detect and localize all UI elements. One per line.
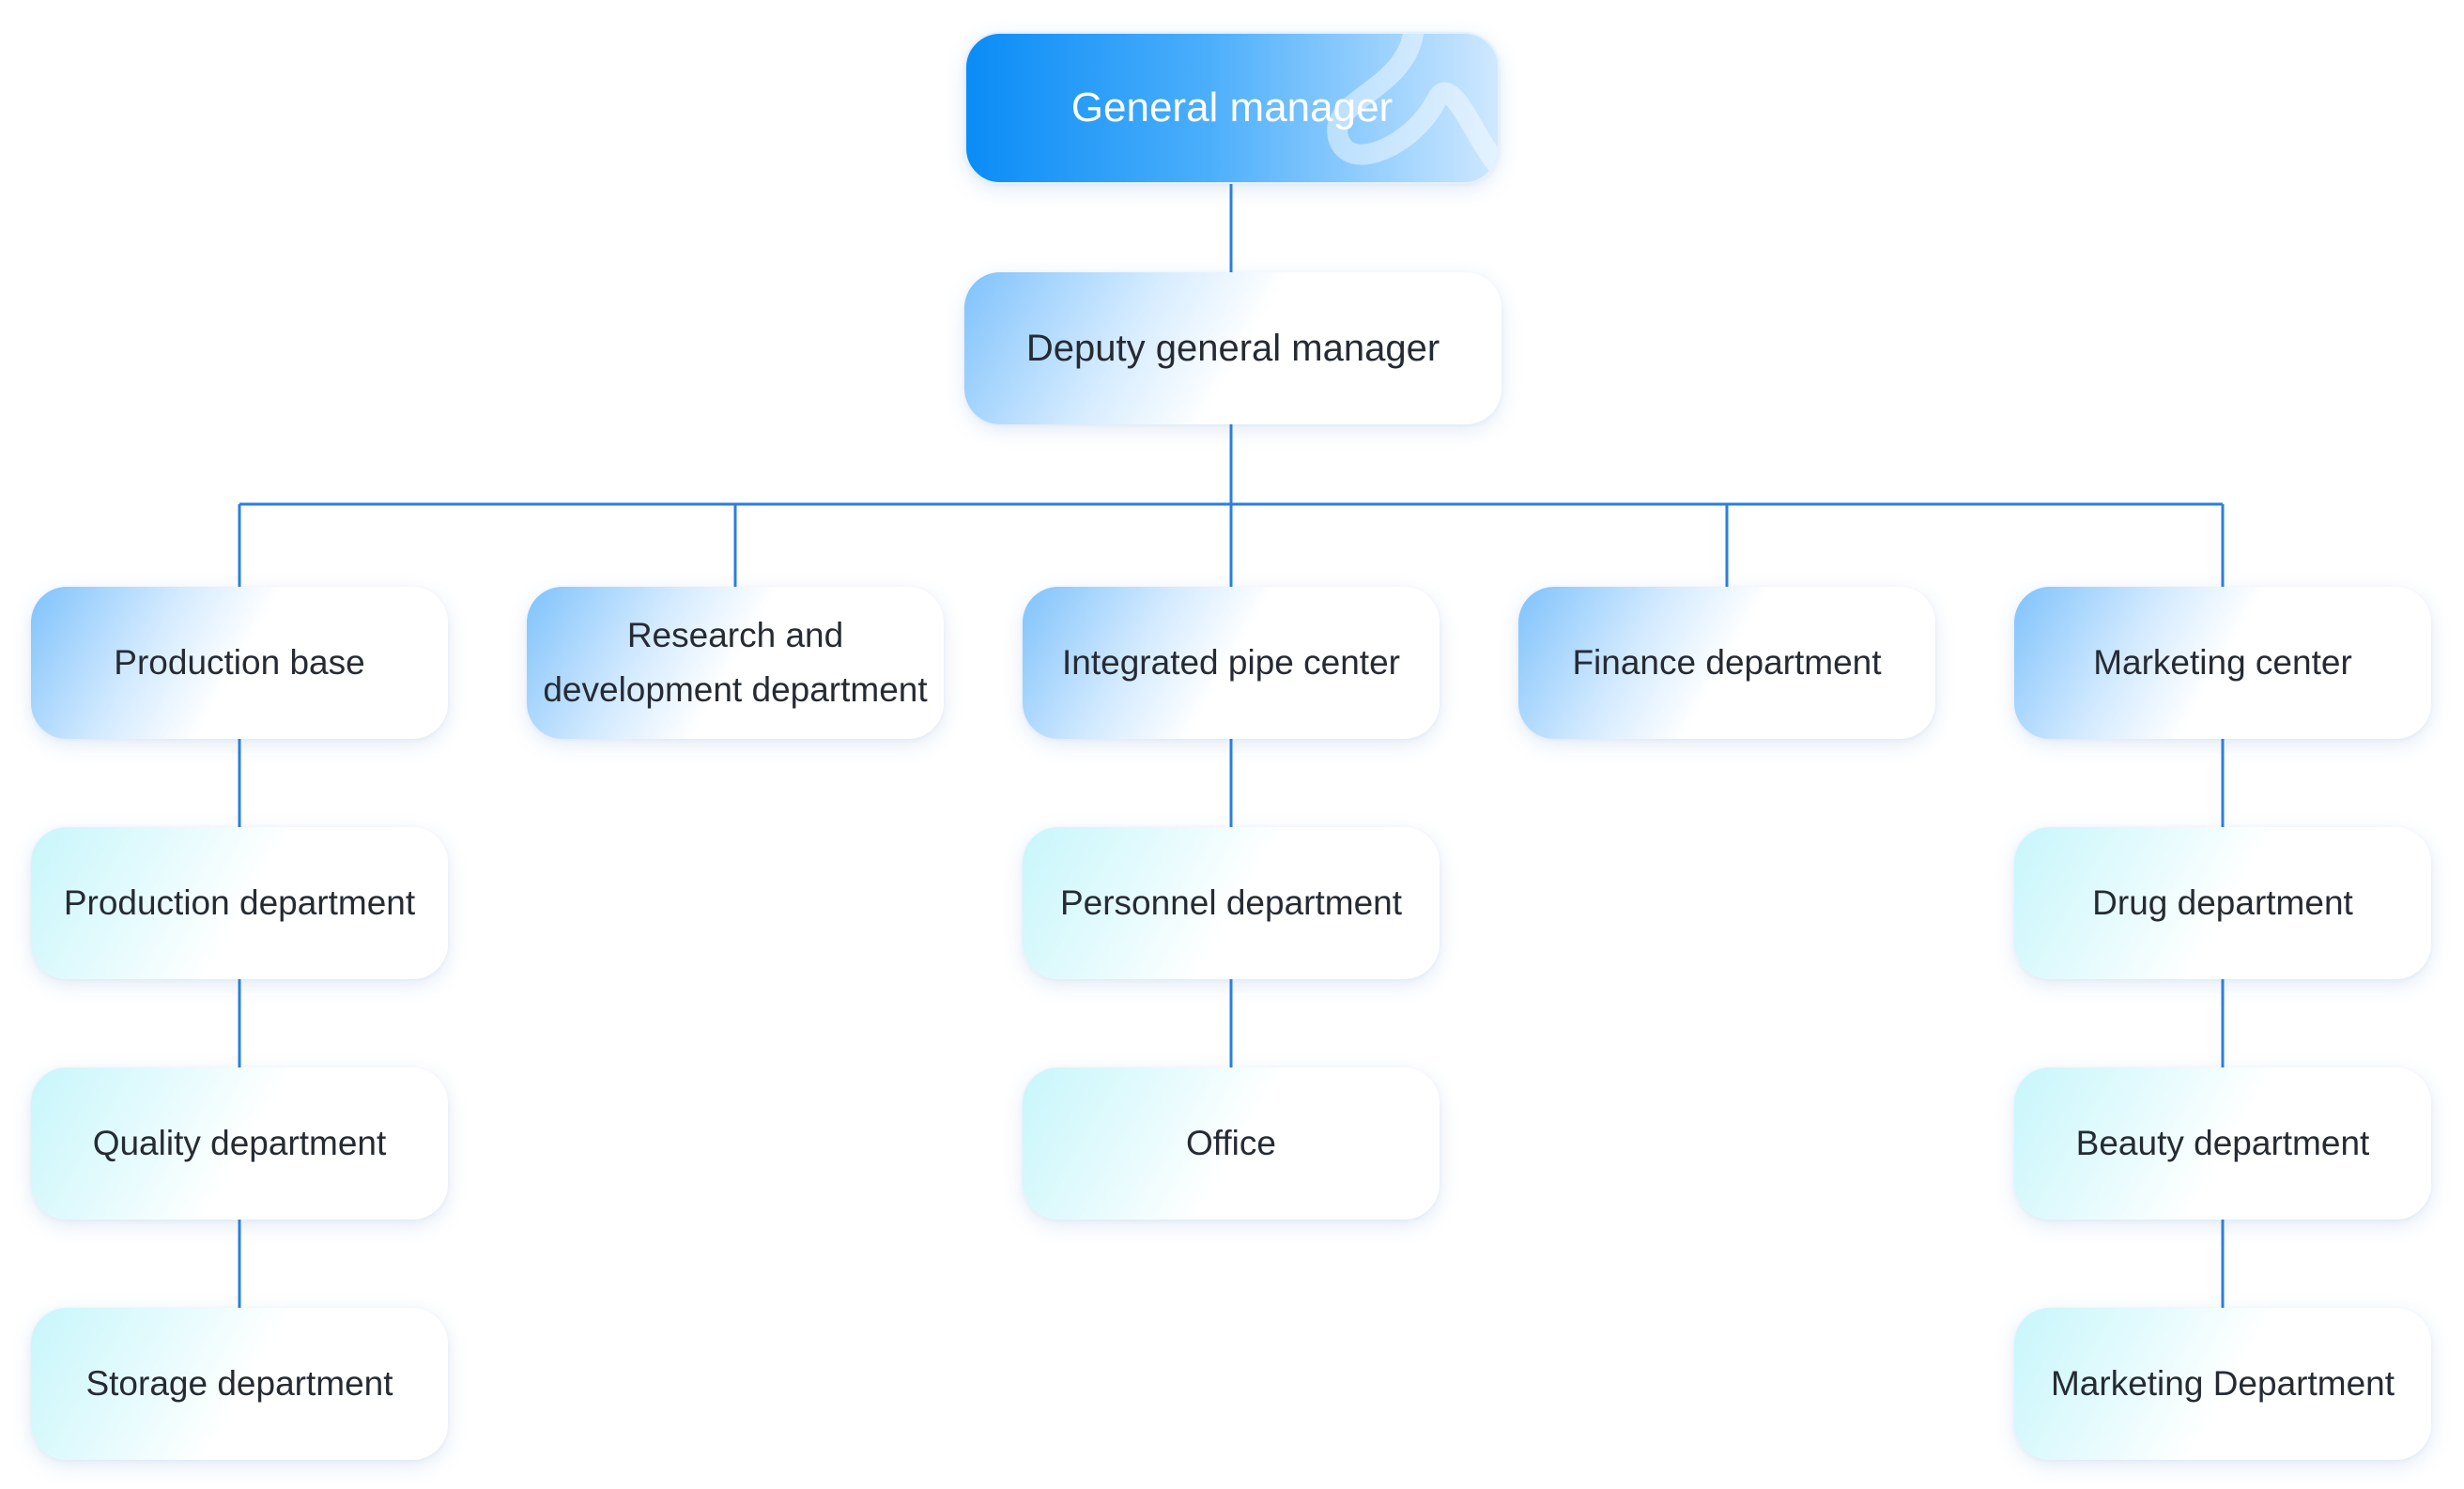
node-storage-department[interactable]: Storage department xyxy=(31,1308,448,1460)
node-integrated-pipe-center[interactable]: Integrated pipe center xyxy=(1023,587,1440,739)
node-production-base[interactable]: Production base xyxy=(31,587,448,739)
node-finance-department[interactable]: Finance department xyxy=(1518,587,1935,739)
node-marketing-center[interactable]: Marketing center xyxy=(2014,587,2431,739)
node-label: General manager xyxy=(1070,84,1394,130)
node-production-department[interactable]: Production department xyxy=(31,827,448,979)
node-label: Marketing center xyxy=(2093,643,2352,682)
node-office[interactable]: Office xyxy=(1023,1067,1440,1220)
node-beauty-department[interactable]: Beauty department xyxy=(2014,1067,2431,1220)
node-label: Personnel department xyxy=(1059,883,1403,922)
node-label: Finance department xyxy=(1572,643,1882,682)
node-label: Production base xyxy=(114,643,365,682)
node-label: Integrated pipe center xyxy=(1062,643,1400,682)
node-label: Marketing Department xyxy=(2050,1364,2395,1403)
node-label: Production department xyxy=(63,883,416,922)
node-label: Beauty department xyxy=(2075,1124,2370,1162)
node-personnel-department[interactable]: Personnel department xyxy=(1023,827,1440,979)
node-label: Quality department xyxy=(92,1124,387,1162)
node-label: Drug department xyxy=(2092,883,2353,922)
node-general-manager[interactable]: General manager xyxy=(964,32,1500,184)
node-drug-department[interactable]: Drug department xyxy=(2014,827,2431,979)
node-label: Deputy general manager xyxy=(1025,328,1440,369)
node-label: Storage department xyxy=(85,1364,393,1403)
node-deputy-general-manager[interactable]: Deputy general manager xyxy=(964,272,1502,424)
node-label: Research and development department xyxy=(543,616,928,709)
node-quality-department[interactable]: Quality department xyxy=(31,1067,448,1220)
ribbon-decoration-icon xyxy=(1327,34,1498,176)
node-research-and-development-department[interactable]: Research and development department xyxy=(527,587,944,739)
node-marketing-department[interactable]: Marketing Department xyxy=(2014,1308,2431,1460)
node-label: Office xyxy=(1186,1124,1276,1162)
